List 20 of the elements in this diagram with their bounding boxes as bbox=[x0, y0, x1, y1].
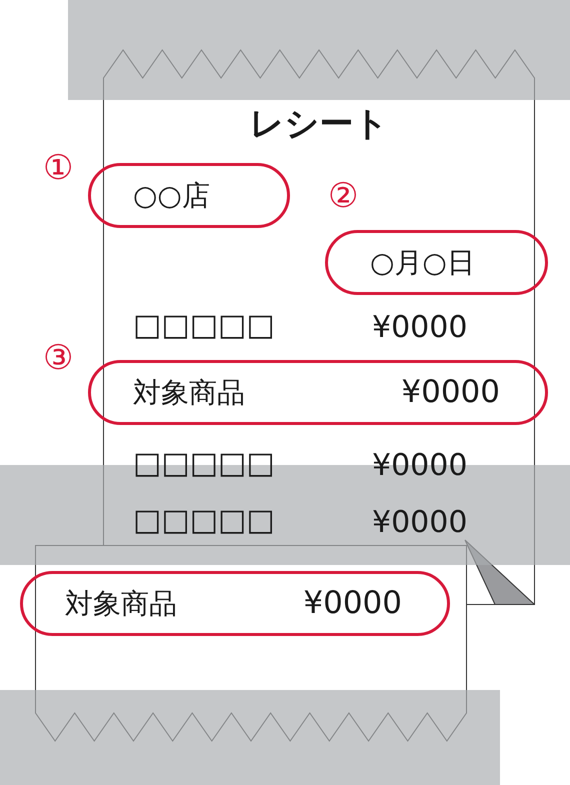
highlight-frame bbox=[325, 230, 548, 295]
item-name: 対象商品 bbox=[133, 376, 245, 410]
highlight-frame bbox=[20, 571, 450, 636]
price: ¥0000 bbox=[372, 448, 468, 484]
highlight-frame bbox=[88, 360, 548, 425]
callout-number: ③ bbox=[43, 338, 74, 379]
item-name: □□□□□ bbox=[133, 446, 275, 482]
highlight-frame bbox=[88, 163, 290, 228]
item-name: 対象商品 bbox=[65, 587, 177, 621]
callout-number: ② bbox=[328, 176, 358, 217]
price: ¥0000 bbox=[401, 374, 500, 412]
receipt-title: レシート bbox=[248, 104, 390, 145]
callout-number: ① bbox=[43, 148, 74, 189]
item-name: □□□□□ bbox=[133, 503, 275, 539]
price: ¥0000 bbox=[372, 505, 468, 541]
date: ○月○日 bbox=[370, 246, 475, 280]
item-name: □□□□□ bbox=[133, 308, 275, 344]
store-name: ○○店 bbox=[133, 179, 210, 213]
price: ¥0000 bbox=[372, 310, 468, 346]
price: ¥0000 bbox=[303, 585, 402, 622]
